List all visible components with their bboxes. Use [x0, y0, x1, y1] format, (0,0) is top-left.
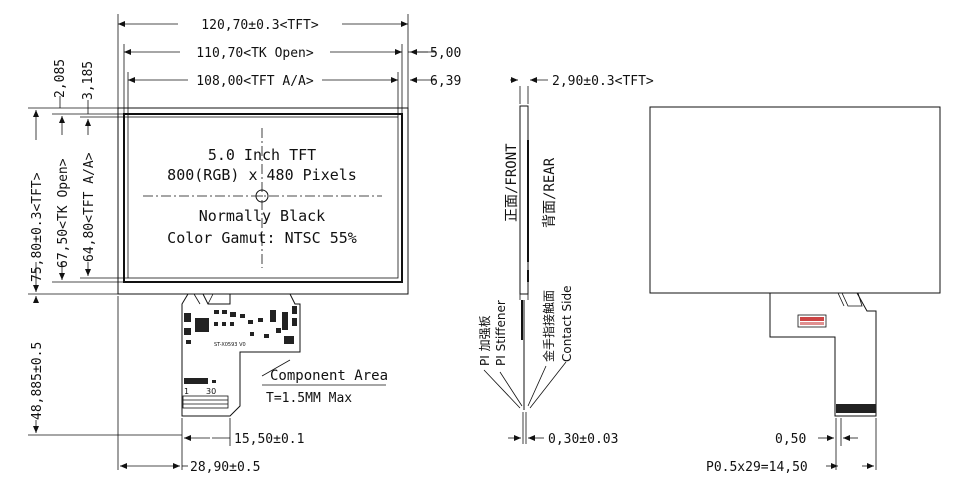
side-profile: [519, 105, 529, 295]
panel-size-text: 5.0 Inch TFT: [208, 146, 316, 164]
contact-en-label: Contact Side: [560, 286, 574, 362]
dim-pitch-total: P0.5x29=14,50: [706, 460, 808, 475]
fpc-flex: ST-X0593 V0 1 30: [181, 293, 301, 417]
rear-fpc: [769, 292, 877, 417]
dim-total-height: 75,80±0.3<TFT>: [30, 172, 45, 282]
dim-fpc-offset: 28,90±0.5: [190, 460, 260, 475]
fpc-gold-fingers: [182, 395, 229, 409]
fpc-pin-end: 30: [206, 387, 216, 396]
tk-open-outline: [123, 113, 403, 283]
panel-mode-text: Normally Black: [199, 207, 325, 225]
center-mark: [255, 189, 269, 203]
dim-top-offset-1: 2,085: [53, 59, 68, 98]
component-area-leader: [261, 359, 291, 377]
dim-total-width: 120,70±0.3<TFT>: [201, 18, 319, 33]
dim-fpc-width: 15,50±0.1: [234, 432, 304, 447]
side-rear-label: 背面/REAR: [542, 157, 558, 228]
stiffener-cn-label: PI 加强板: [478, 315, 492, 366]
rear-label-sticker: [797, 314, 827, 328]
side-front-label: 正面/FRONT: [504, 143, 520, 222]
dim-right-offset-2: 6,39: [430, 74, 461, 89]
dim-fpc-thickness: 0,30±0.03: [548, 432, 618, 447]
rear-view: 0,50 P0.5x29=14,50: [649, 106, 941, 475]
active-area-outline: [127, 116, 399, 279]
dim-right-offset-1: 5,00: [430, 46, 461, 61]
dim-aa-width: 108,00<TFT A/A>: [196, 74, 314, 89]
side-view: 2,90±0.3<TFT> 正面/FRONT 背面/REAR PI 加强板 PI…: [478, 74, 654, 447]
component-area-label: Component Area: [270, 368, 388, 384]
front-view: 5.0 Inch TFT 800(RGB) x 480 Pixels Norma…: [28, 14, 461, 475]
panel-resolution-text: 800(RGB) x 480 Pixels: [167, 166, 357, 184]
dim-tk-open-height: 67,50<TK Open>: [56, 158, 71, 268]
tft-outline: [117, 107, 409, 295]
dim-fpc-length: 48,885±0.5: [30, 342, 45, 420]
dim-top-offset-2: 3,185: [81, 61, 96, 100]
panel-gamut-text: Color Gamut: NTSC 55%: [167, 229, 357, 247]
dim-aa-height: 64,80<TFT A/A>: [82, 152, 97, 262]
rear-outline: [649, 106, 941, 294]
stiffener-en-label: PI Stiffener: [494, 300, 508, 366]
fpc-pin-start: 1: [184, 387, 189, 396]
rear-gold-fingers: [836, 404, 876, 413]
component-height-note: T=1.5MM Max: [266, 391, 352, 406]
dim-pitch-gap: 0,50: [775, 432, 806, 447]
fpc-silkscreen-text: ST-X0593 V0: [214, 342, 246, 348]
contact-cn-label: 金手指接触面: [541, 290, 556, 362]
dim-tk-open-width: 110,70<TK Open>: [196, 46, 314, 61]
dim-side-thickness: 2,90±0.3<TFT>: [552, 74, 654, 89]
